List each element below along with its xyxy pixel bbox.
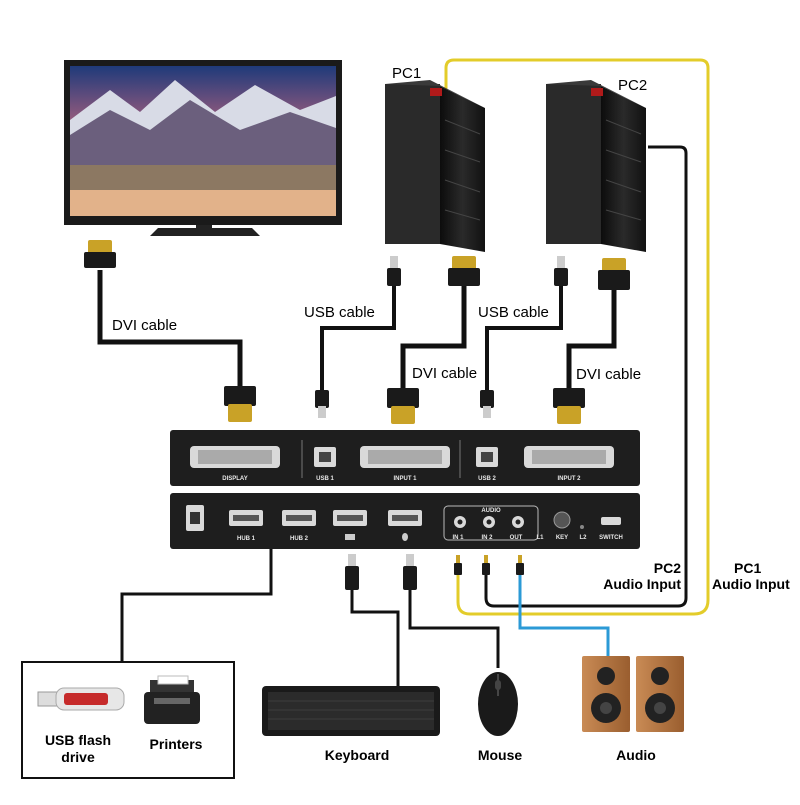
- key-button[interactable]: [553, 511, 571, 529]
- in2-label: IN 2: [481, 535, 493, 541]
- printer-icon: [144, 675, 200, 724]
- audio-group-label: AUDIO: [481, 508, 501, 514]
- pc1-tower: [385, 80, 485, 252]
- dvi-cable-right: [566, 290, 617, 390]
- usb-flash-label-line1: USB flash: [45, 732, 111, 748]
- usb-plug-mouse: [403, 554, 417, 590]
- dvi-plug-pc1: [448, 256, 480, 286]
- mouse-cable: [408, 590, 500, 668]
- usb-cable-2-label: USB cable: [478, 304, 549, 321]
- pc2-audio-cable: [484, 145, 688, 608]
- switch-label: SWITCH: [599, 535, 623, 541]
- hub1-label: HUB 1: [237, 536, 256, 542]
- dvi-cable-display: [97, 270, 243, 388]
- speakers-icon: [582, 656, 684, 732]
- switch-port[interactable]: [601, 517, 621, 525]
- led-l2: [580, 525, 584, 529]
- pc2-audio-label-line2: Audio Input: [603, 576, 681, 592]
- pc1-audio-label-line1: PC1: [734, 560, 761, 576]
- dvi-plug-display-port: [224, 386, 256, 422]
- usb2-port-label: USB 2: [478, 476, 496, 482]
- audio-plugs: [454, 555, 524, 575]
- dvi-plug-monitor: [84, 240, 116, 268]
- pc1-label: PC1: [392, 65, 421, 82]
- hub2-label: HUB 2: [290, 536, 309, 542]
- usb-cable-1: [320, 285, 396, 392]
- dvi-cable-right-label: DVI cable: [576, 366, 641, 383]
- pc2-audio-label-line1: PC2: [654, 560, 681, 576]
- out-label: OUT: [510, 535, 523, 541]
- input2-port-label: INPUT 2: [557, 476, 581, 482]
- usb-flash-label-line2: drive: [61, 749, 95, 765]
- hub-cable: [120, 548, 273, 662]
- usb-cable-2: [485, 285, 563, 392]
- dvi-cable-mid-label: DVI cable: [412, 365, 477, 382]
- dvi-plug-input1-port: [387, 388, 419, 424]
- l1-label: L1: [536, 535, 544, 541]
- peripherals-box: USB flash drive Printers: [21, 661, 235, 779]
- mouse-port-icon: [402, 533, 408, 541]
- keyboard-port-icon: [345, 534, 355, 540]
- mouse-icon: [478, 672, 518, 736]
- usb-plug-usb1-port: [315, 390, 329, 418]
- audio-label: Audio: [616, 747, 656, 763]
- in1-label: IN 1: [452, 535, 464, 541]
- dvi-plug-input2-port: [553, 388, 585, 424]
- usb1-port-label: USB 1: [316, 476, 334, 482]
- keyboard-label: Keyboard: [325, 747, 390, 763]
- usb-plug-keyboard: [345, 554, 359, 590]
- keyboard-icon: [262, 686, 440, 736]
- usb-plug-usb2-port: [480, 390, 494, 418]
- usb-cable-1-label: USB cable: [304, 304, 375, 321]
- usb-plug-pc1: [387, 256, 401, 286]
- dvi-cable-mid: [400, 285, 467, 390]
- input1-port-label: INPUT 1: [393, 476, 417, 482]
- audio-out-cable: [518, 572, 610, 656]
- kvm-back-panel: DISPLAY USB 1 INPUT 1 USB 2 INPUT 2: [170, 430, 640, 486]
- display-port-label: DISPLAY: [222, 476, 247, 482]
- usb-flash-drive-icon: [37, 687, 125, 711]
- dvi-cable-left-label: DVI cable: [112, 317, 177, 334]
- pc1-audio-cable: [444, 58, 710, 616]
- pc2-tower: [546, 80, 646, 252]
- key-label: KEY: [556, 535, 568, 541]
- usb-plug-pc2: [554, 256, 568, 286]
- mouse-label: Mouse: [478, 747, 523, 763]
- keyboard-cable: [350, 590, 400, 686]
- monitor: [64, 60, 342, 236]
- dvi-plug-pc2: [598, 258, 630, 290]
- pc1-audio-label-line2: Audio Input: [712, 576, 790, 592]
- kvm-front-panel: HUB 1 HUB 2 AUDIO IN 1 IN 2 OUT L1 KEY L…: [170, 493, 640, 549]
- l2-label: L2: [579, 535, 587, 541]
- printers-label: Printers: [150, 736, 203, 752]
- pc2-label: PC2: [618, 77, 647, 94]
